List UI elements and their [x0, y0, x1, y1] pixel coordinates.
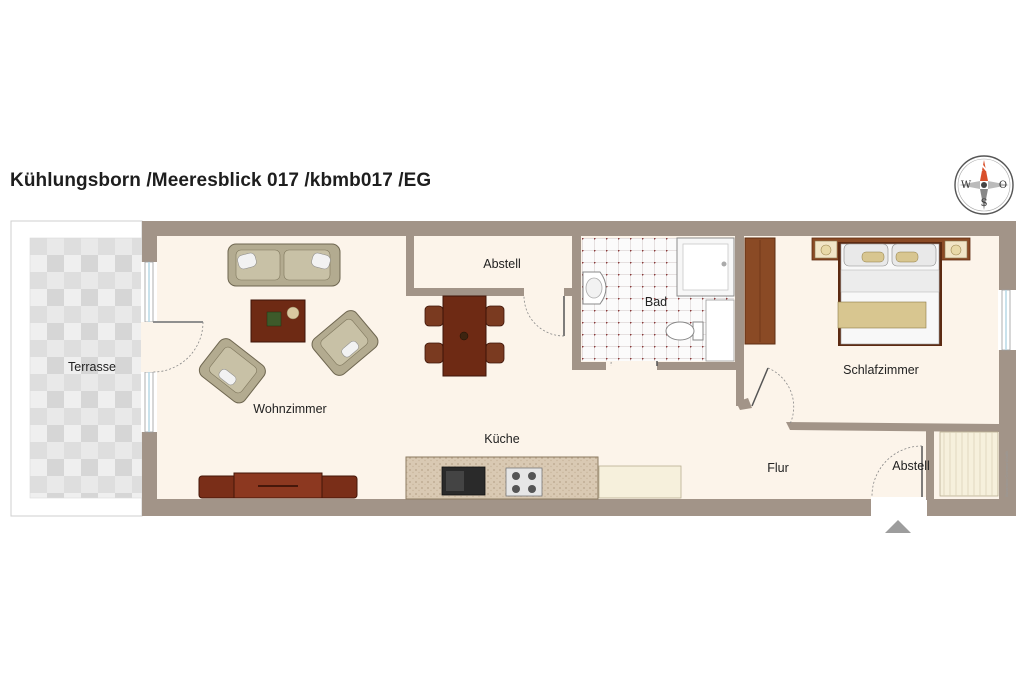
sofa	[227, 243, 341, 287]
stove-icon	[505, 467, 543, 497]
sideboard	[198, 472, 358, 499]
lamp-icon	[950, 244, 962, 256]
compass-needle-north	[980, 160, 988, 181]
plan-title: Kühlungsborn /Meeresblick 017 /kbmb017 /…	[10, 170, 432, 191]
compass-icon: N W O S	[954, 155, 1014, 215]
kitchen-cabinet	[598, 465, 682, 499]
room-label-schlafzimmer: Schlafzimmer	[843, 363, 919, 377]
room-label-bad: Bad	[645, 295, 667, 309]
dining-table	[424, 295, 505, 377]
compass-needle-west	[959, 181, 980, 189]
armchair	[198, 338, 266, 404]
compass-east-label: O	[999, 180, 1007, 191]
bathroom	[582, 237, 735, 362]
terrace-door	[141, 261, 204, 433]
coffee-table	[250, 299, 306, 343]
kitchen-counter	[405, 456, 599, 500]
compass-south-label: S	[981, 198, 988, 209]
entrance-arrow-icon	[885, 520, 911, 533]
bedroom-window	[998, 289, 1017, 351]
interior-walls	[406, 236, 999, 500]
bath-cabinet	[705, 299, 735, 362]
compass-needle-east	[988, 181, 1009, 189]
armchair	[311, 310, 379, 376]
lamp-icon	[820, 244, 832, 256]
compass-north-label: N	[980, 164, 988, 174]
room-label-kueche: Küche	[484, 432, 519, 446]
room-label-terrasse: Terrasse	[68, 360, 116, 374]
compass-needle-south	[980, 189, 988, 210]
room-label-abstell: Abstell	[483, 257, 521, 271]
room-label-abstell-2: Abstell	[892, 459, 930, 473]
bed	[811, 237, 971, 346]
room-label-wohnzimmer: Wohnzimmer	[253, 402, 326, 416]
wardrobe	[744, 237, 776, 345]
credit-text: Illustration:CommunGrafik	[1004, 451, 1009, 497]
compass-west-label: W	[961, 180, 972, 191]
terrace	[10, 220, 143, 517]
storage-shelf	[939, 431, 999, 497]
room-label-flur: Flur	[767, 461, 789, 475]
